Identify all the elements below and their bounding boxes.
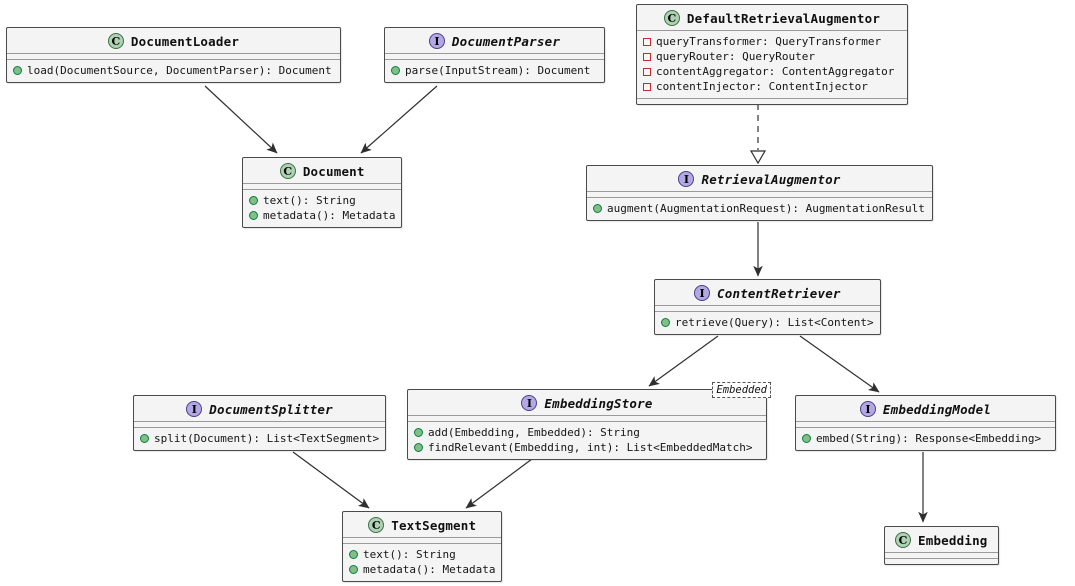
- relation-embedding-store-text-segment: [465, 458, 533, 509]
- relation-document-splitter-text-segment: [292, 451, 370, 509]
- realization-triangle-default-retrieval-augmentor-retrieval-augmentor: [749, 150, 767, 165]
- relation-content-retriever-embedding-store: [648, 335, 719, 387]
- relation-document-parser-document: [360, 85, 438, 154]
- relation-content-retriever-embedding-model: [799, 335, 880, 393]
- relation-document-loader-document: [204, 85, 278, 154]
